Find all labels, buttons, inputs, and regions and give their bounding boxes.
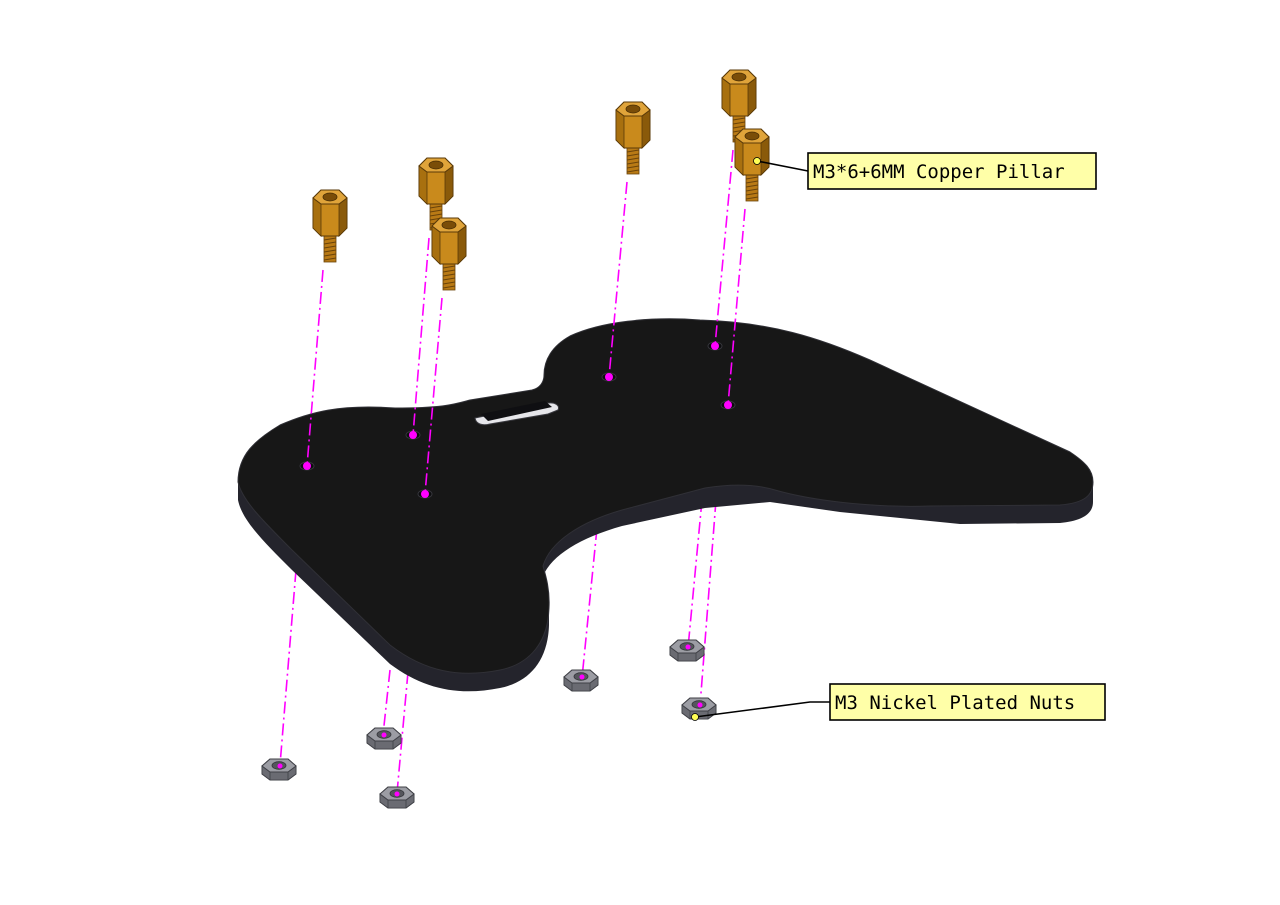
callout-anchor-dot (753, 157, 761, 165)
copper-hex-standoff-icon (734, 128, 770, 202)
callout-anchor-dot (691, 713, 699, 721)
copper-hex-standoff-icon (312, 189, 348, 263)
hex-nut-icon (669, 639, 705, 662)
hex-nut-icon (379, 786, 415, 809)
callout-label-nuts: M3 Nickel Plated Nuts (835, 692, 1075, 714)
hole-markers (303, 342, 732, 498)
copper-hex-standoff-icon (615, 101, 651, 175)
guide-lines-lower (279, 499, 717, 794)
copper-hex-standoff-icon (431, 217, 467, 291)
gamepad-base-plate (237, 318, 1094, 692)
hex-nut-icon (563, 669, 599, 692)
callout-box (807, 152, 1097, 190)
copper-pillars (312, 69, 770, 291)
guide-lines-upper (306, 149, 746, 495)
hex-nut-icon (261, 758, 297, 781)
hex-nut-icon (366, 727, 402, 750)
callout-copper-pillar: M3*6+6MM Copper Pillar (753, 152, 1097, 190)
callout-label-pillar: M3*6+6MM Copper Pillar (813, 161, 1065, 183)
plate-top (237, 318, 1094, 674)
callout-box (829, 683, 1106, 721)
nut-markers (277, 644, 703, 797)
callout-nickel-nuts: M3 Nickel Plated Nuts (691, 683, 1106, 721)
